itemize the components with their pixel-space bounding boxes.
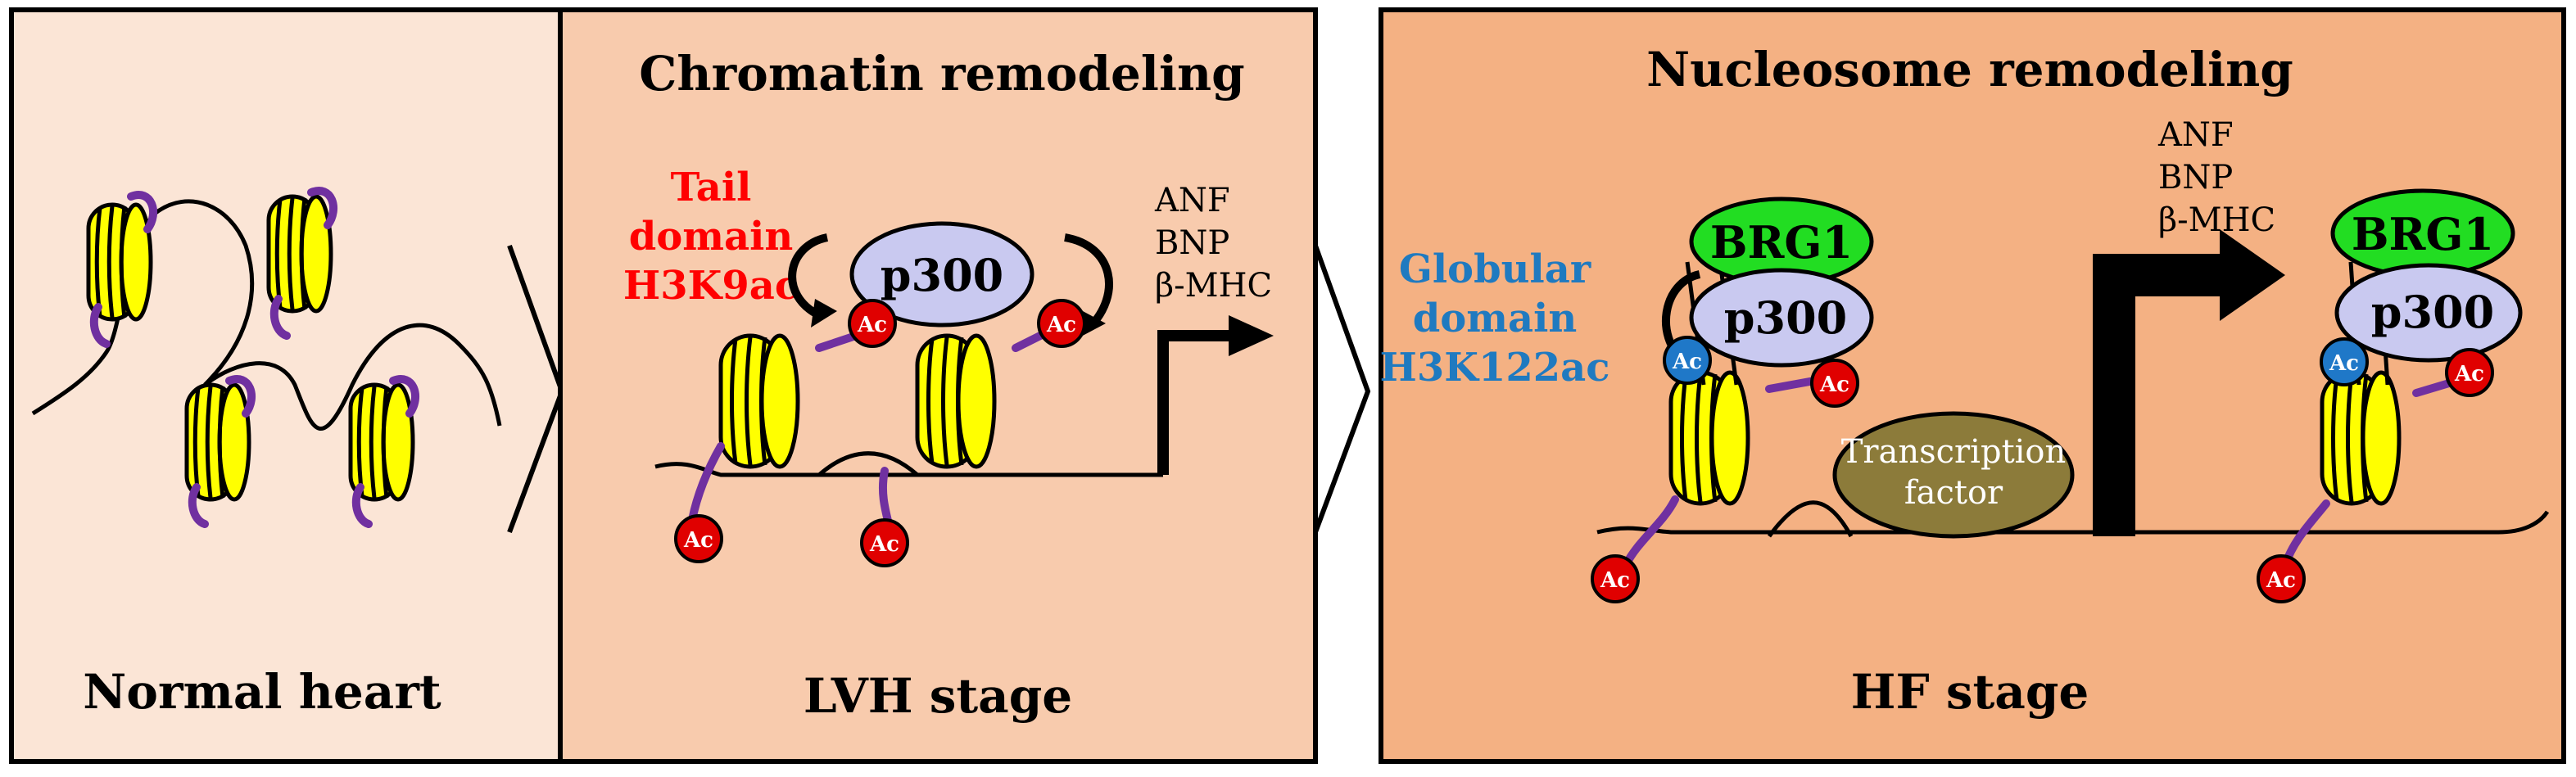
tail-domain-line1: Tail [671,165,752,210]
panel-title-nucleosome: Nucleosome remodeling [1646,42,2293,97]
ac-badge-hf-red-4: Ac [2257,554,2306,603]
caption-normal-heart: Normal heart [83,664,441,720]
nucleosome-4 [351,375,420,528]
panel-hf-stage: Nucleosome remodeling Globular domain H3… [1379,7,2566,764]
caption-lvh-stage: LVH stage [804,668,1072,724]
p300-label-lvh: p300 [881,249,1003,301]
p300-hf-2 [2334,263,2523,363]
gene-bnp-hf: BNP [2158,159,2233,197]
nucleosome-3 [187,375,256,528]
svg-text:Ac: Ac [2266,568,2296,593]
svg-text:Ac: Ac [1046,313,1076,337]
tf-label-line1: Transcription [1841,433,2067,471]
gene-bmhc-hf: β-MHC [2158,201,2275,239]
svg-text:Ac: Ac [2329,351,2359,376]
p300-label-hf-1: p300 [1724,291,1847,344]
tf-label-line2: factor [1904,474,2003,512]
tail-domain-line3: H3K9ac [623,263,799,309]
brg1-label-hf-1: BRG1 [1710,216,1853,269]
svg-text:Ac: Ac [1600,568,1630,593]
nucleosome-hf-2 [2322,373,2399,504]
ac-badge-hf-blue-1: Ac [1663,336,1712,385]
p300-label-hf-2: p300 [2371,286,2494,338]
globular-domain-line2: domain [1413,296,1578,341]
panel-title-chromatin: Chromatin remodeling [639,46,1244,102]
ac-badge-lvh-3: Ac [674,514,723,563]
svg-text:Ac: Ac [2454,362,2484,386]
ac-badge-hf-red-2: Ac [1591,554,1640,603]
globular-domain-line3: H3K122ac [1380,345,1610,391]
nucleosome-lvh-2 [917,336,994,467]
gene-anf-hf: ANF [2157,116,2234,154]
ac-badge-lvh-4: Ac [860,518,909,567]
svg-text:Ac: Ac [1672,350,1702,374]
gene-bmhc-lvh: β-MHC [1155,267,1272,305]
ac-badge-lvh-2: Ac [1037,299,1086,348]
gene-bnp-lvh: BNP [1155,224,1229,262]
transcription-factor [1832,411,2075,539]
brg1-label-hf-2: BRG1 [2352,208,2494,260]
svg-text:Ac: Ac [857,313,887,337]
ac-badge-hf-red-3: Ac [2445,348,2494,397]
svg-text:Ac: Ac [869,532,899,557]
panel-lvh-stage: Chromatin remodeling ANF BNP β-MHC Tail … [558,7,1371,764]
p300-lvh [849,221,1034,328]
ac-badge-hf-red-1: Ac [1810,359,1859,408]
caption-hf-stage: HF stage [1851,664,2089,720]
svg-text:Ac: Ac [683,528,713,553]
tail-domain-line2: domain [629,214,794,260]
globular-domain-line1: Globular [1399,246,1591,292]
nucleosome-hf-1 [1671,373,1748,504]
nucleosome-lvh-1 [721,336,798,467]
nucleosome-1 [88,191,158,348]
panel-normal-heart: Normal heart [9,7,565,764]
svg-text:Ac: Ac [1819,373,1849,397]
ac-badge-hf-blue-2: Ac [2320,337,2369,386]
gene-anf-lvh: ANF [1154,182,1230,219]
p300-hf-1 [1689,268,1874,368]
nucleosome-2 [269,187,338,340]
ac-badge-lvh-1: Ac [848,299,897,348]
